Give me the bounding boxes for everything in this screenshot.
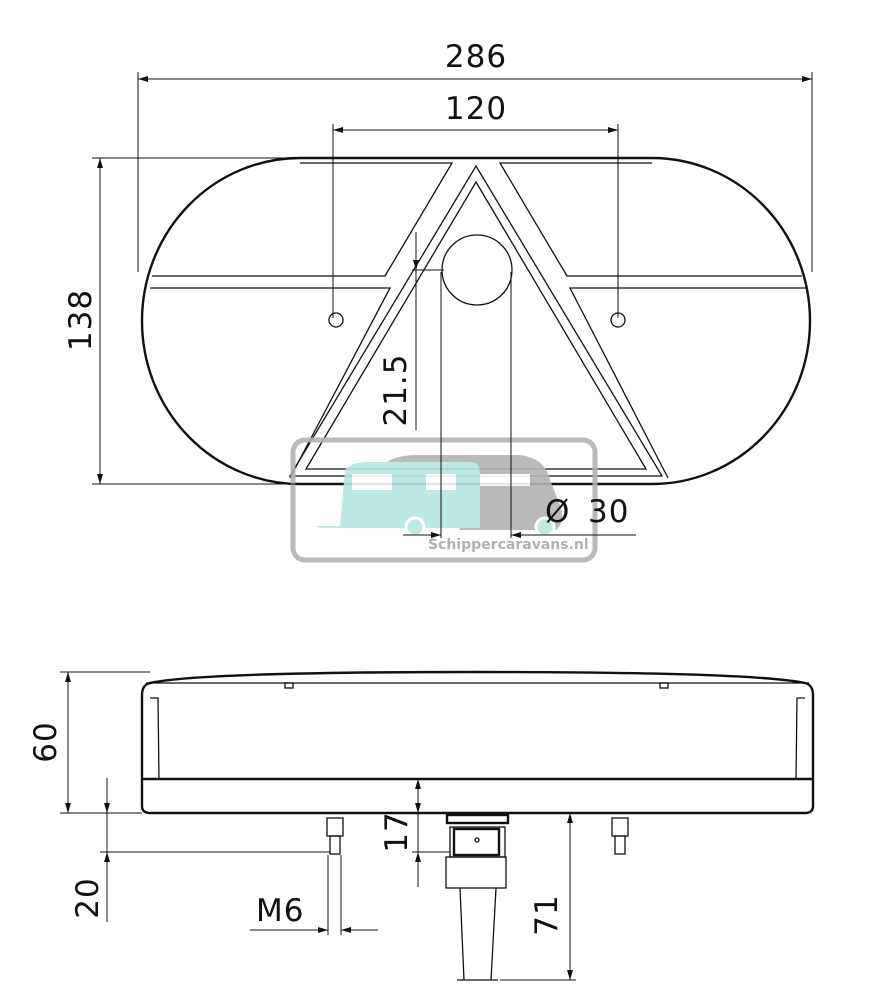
dim-label-30: 30 <box>588 494 629 530</box>
dimension-height: 138 <box>63 157 300 485</box>
dim-label-20: 20 <box>70 877 106 918</box>
dimension-hole-spacing: 120 <box>332 91 619 318</box>
dim-label-m6: M6 <box>256 893 304 929</box>
dimension-thread: M6 <box>250 855 378 935</box>
dimension-cable: 71 <box>500 813 576 981</box>
dim-label-138: 138 <box>63 289 99 351</box>
dimension-connector: 17 <box>379 779 450 887</box>
lamp-body <box>140 670 815 815</box>
dimension-overall-width: 286 <box>137 39 813 272</box>
watermark-logo: Schippercaravans.nl <box>290 437 598 563</box>
connector <box>445 813 510 981</box>
mount-hole-left <box>328 312 344 328</box>
dimension-depth: 60 <box>28 671 150 814</box>
reflector-triangle-outer <box>288 164 664 477</box>
dim-label-286: 286 <box>445 39 507 75</box>
dimension-hole-offset: 21.5 <box>378 232 444 430</box>
lamp-outline <box>140 156 812 486</box>
upper-right-lens <box>498 162 802 277</box>
dim-label-21-5: 21.5 <box>378 353 414 426</box>
dim-label-60: 60 <box>28 721 64 762</box>
bolt-right <box>611 817 629 855</box>
bolt-left <box>326 817 344 855</box>
watermark-text: Schippercaravans.nl <box>428 537 589 553</box>
dim-label-120: 120 <box>445 91 507 127</box>
reflector-triangle-inner <box>304 180 648 470</box>
diameter-symbol: Ø <box>545 494 570 530</box>
upper-left-lens <box>152 162 454 277</box>
center-hole <box>441 234 513 306</box>
dim-label-17: 17 <box>379 811 415 852</box>
lamp-side-view <box>140 670 815 981</box>
lamp-top-view <box>140 156 812 486</box>
dimension-bolt-length: 20 <box>70 778 330 922</box>
lower-left-lens <box>150 287 392 479</box>
dimension-hole-diameter: Ø 30 <box>403 272 636 538</box>
lower-right-lens <box>568 287 806 479</box>
dim-label-71: 71 <box>529 894 565 935</box>
